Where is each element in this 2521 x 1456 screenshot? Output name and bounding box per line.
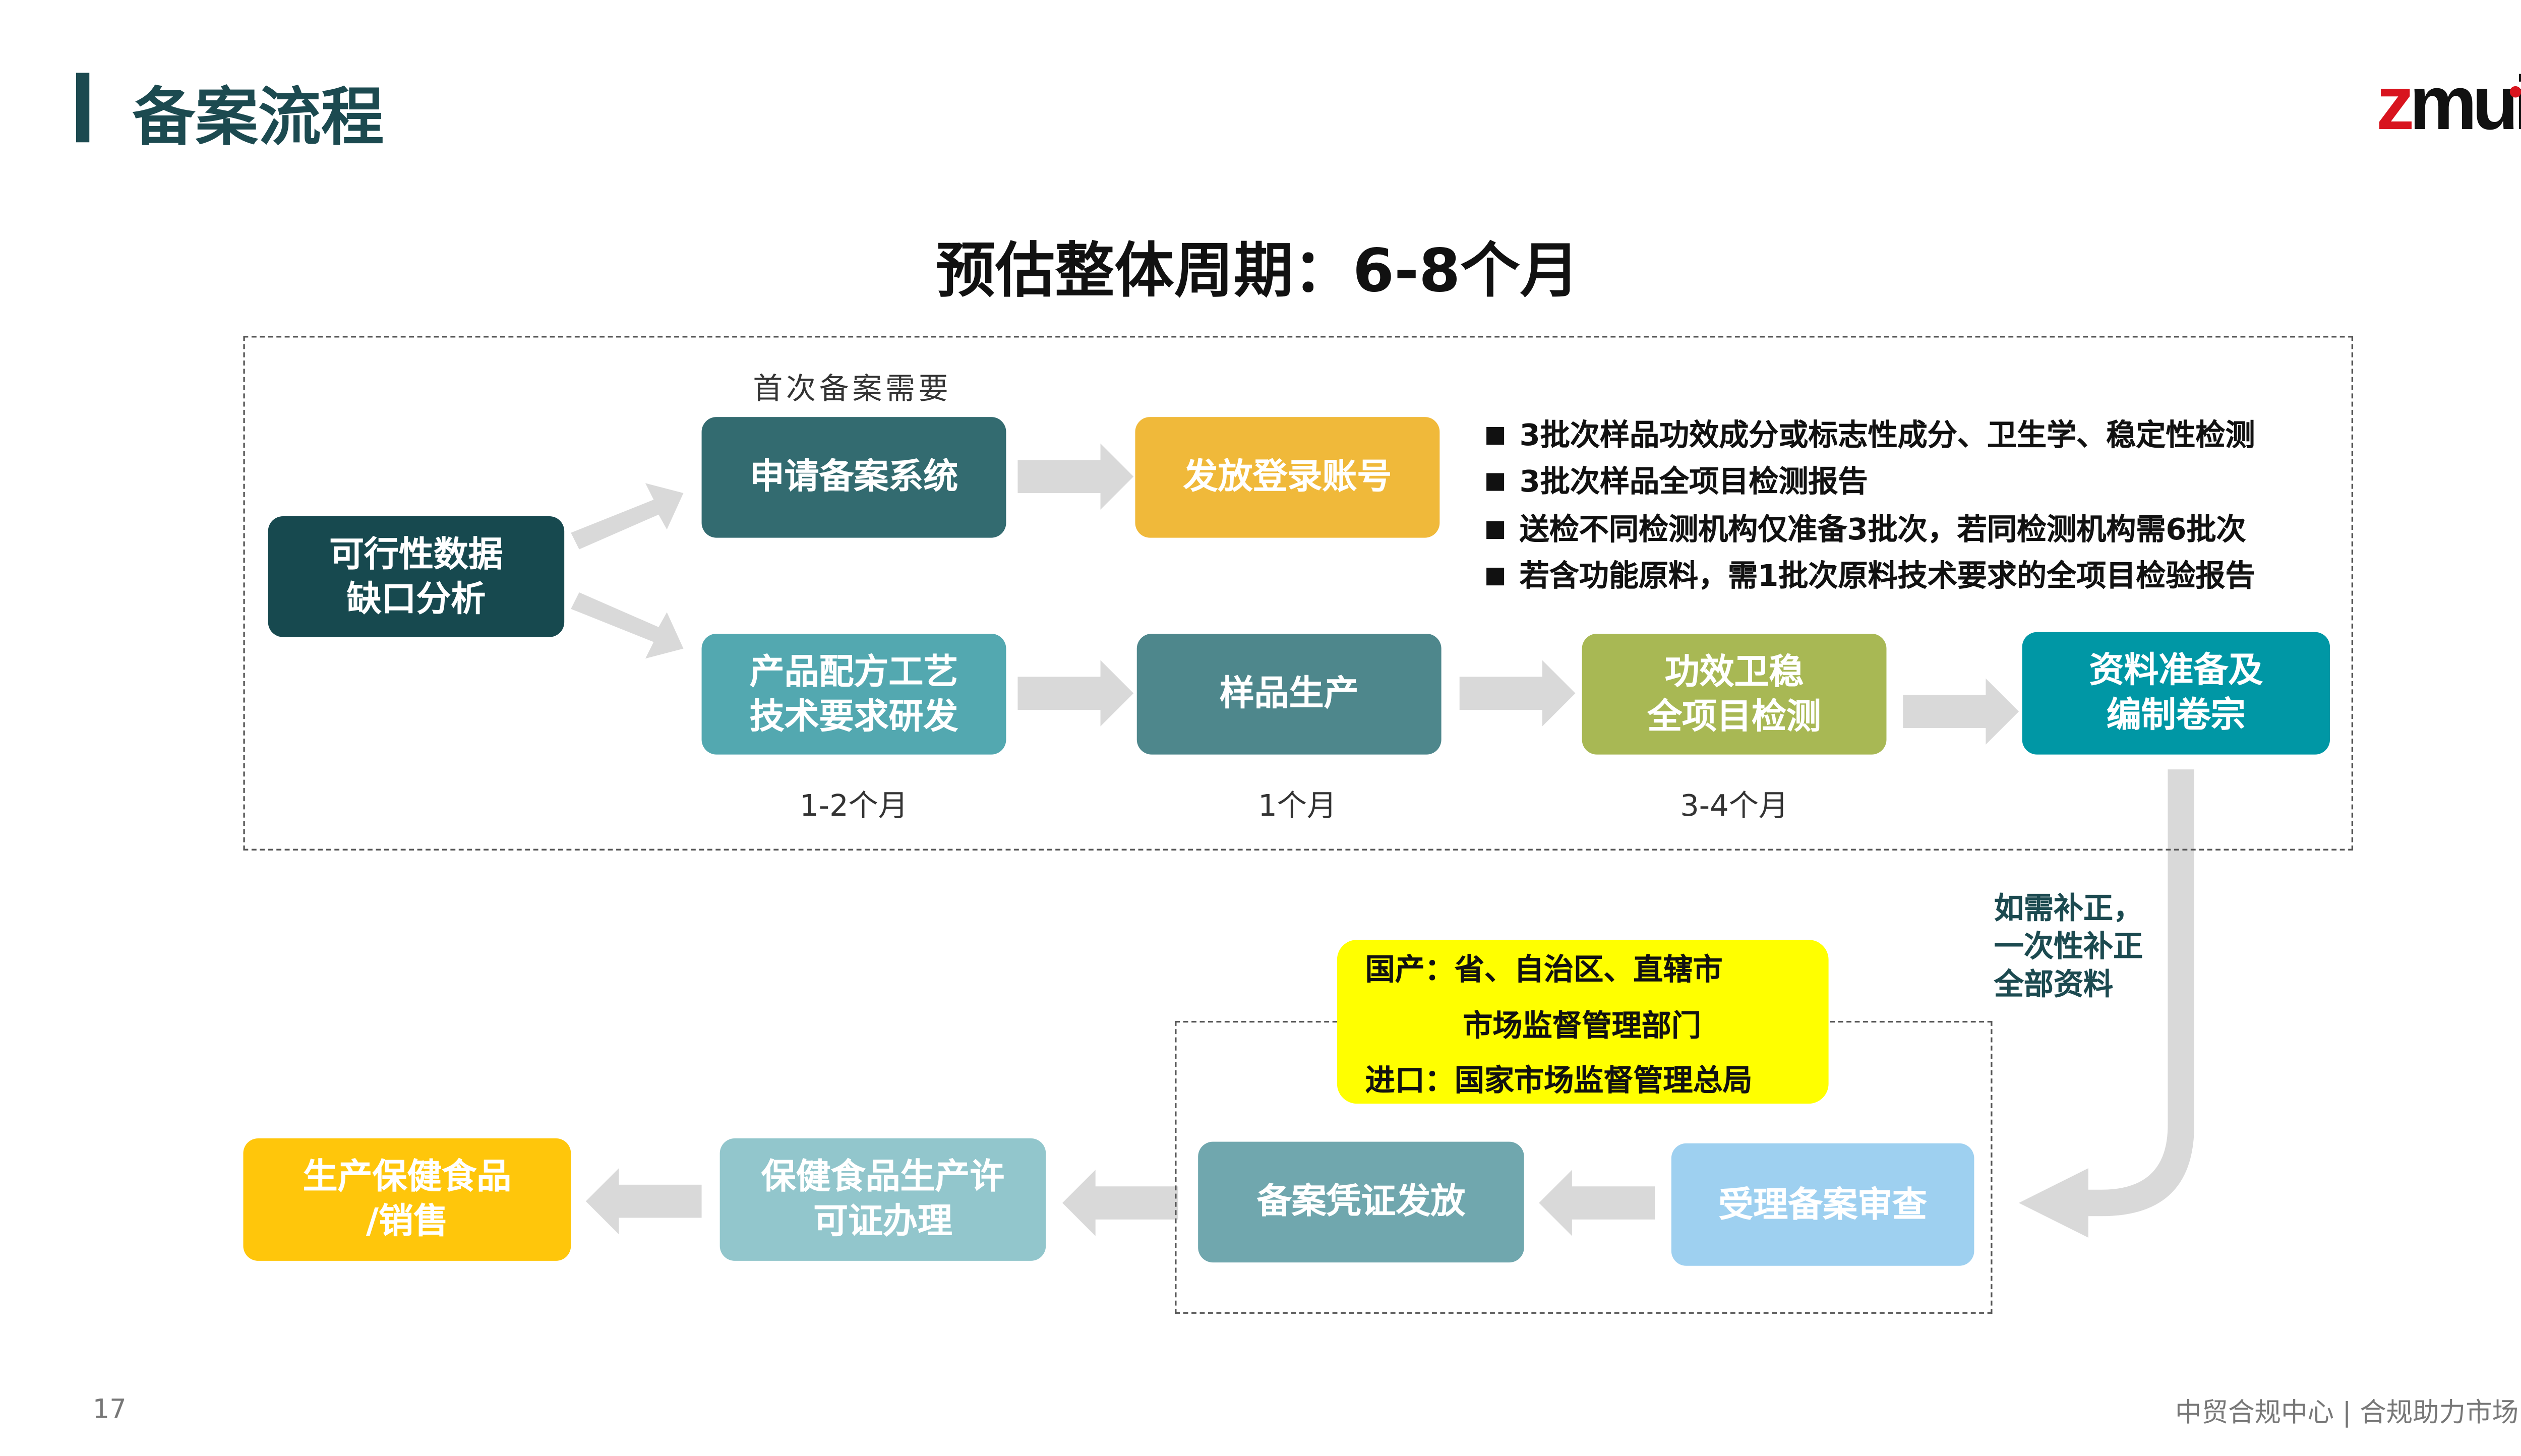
arrow-curve-down xyxy=(2019,769,2194,1238)
page-title: 备案流程 xyxy=(132,81,384,154)
arrow-l3 xyxy=(585,1168,702,1235)
step-certificate-issuance: 备案凭证发放 xyxy=(1198,1141,1524,1263)
import-label: 进口： xyxy=(1365,1064,1455,1099)
brand-logo: zmui● xyxy=(2376,59,2521,146)
step-feasibility-gap-analysis: 可行性数据 缺口分析 xyxy=(268,516,565,637)
domestic-label: 国产： xyxy=(1365,953,1455,988)
requirement-bullet: 3批次样品功效成分或标志性成分、卫生学、稳定性检测 xyxy=(1484,412,2255,455)
step-production-sales: 生产保健食品 /销售 xyxy=(243,1138,571,1261)
page-number: 17 xyxy=(92,1393,127,1425)
authority-callout: 国产：省、自治区、直辖市 市场监督管理部门 进口：国家市场监督管理总局 xyxy=(1337,940,1829,1104)
arrow-l2 xyxy=(1062,1170,1178,1236)
cycle-heading: 预估整体周期：6-8个月 xyxy=(935,238,1580,307)
arrow-diag-up xyxy=(571,483,684,550)
footer-tagline: 中贸合规中心 | 合规助力市场 xyxy=(2175,1397,2519,1428)
step-issue-login-account: 发放登录账号 xyxy=(1135,417,1440,538)
title-accent-bar xyxy=(76,73,90,143)
step-formula-rnd: 产品配方工艺 技术要求研发 xyxy=(701,634,1006,755)
domestic-authority-line2: 市场监督管理部门 xyxy=(1463,1009,1701,1044)
step-sample-production: 样品生产 xyxy=(1136,634,1442,755)
step-filing-review: 受理备案审查 xyxy=(1671,1143,1974,1266)
preparation-phase-frame xyxy=(243,336,2354,851)
arrow-diag-down xyxy=(571,592,684,659)
arrow-r1 xyxy=(1017,443,1134,510)
requirement-bullet: 3批次样品全项目检测报告 xyxy=(1484,458,1868,501)
first-filing-note: 首次备案需要 xyxy=(753,372,952,407)
import-authority: 国家市场监督管理总局 xyxy=(1454,1064,1753,1099)
requirement-bullet: 若含功能原料，需1批次原料技术要求的全项目检验报告 xyxy=(1484,553,2255,595)
step-full-testing: 功效卫稳 全项目检测 xyxy=(1582,634,1887,755)
arrow-l1 xyxy=(1539,1170,1655,1236)
correction-note: 如需补正， 一次性补正 全部资料 xyxy=(1994,891,2143,1003)
duration-label: 3-4个月 xyxy=(1680,789,1788,824)
step-production-license: 保健食品生产许 可证办理 xyxy=(719,1138,1046,1261)
step-apply-filing-system: 申请备案系统 xyxy=(701,417,1006,538)
requirement-bullet: 送检不同检测机构仅准备3批次，若同检测机构需6批次 xyxy=(1484,506,2246,549)
duration-label: 1个月 xyxy=(1258,789,1337,824)
domestic-authority: 省、自治区、直辖市 xyxy=(1454,953,1723,988)
duration-label: 1-2个月 xyxy=(800,789,908,824)
step-dossier-preparation: 资料准备及 编制卷宗 xyxy=(2022,632,2330,755)
